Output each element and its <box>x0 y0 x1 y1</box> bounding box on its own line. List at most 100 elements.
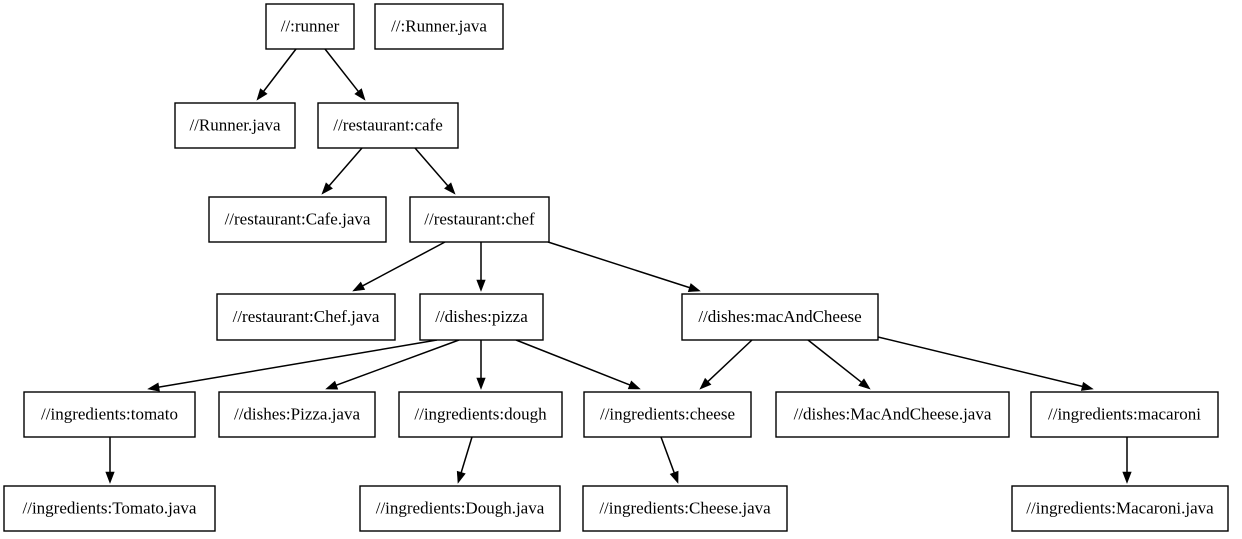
node-label: //dishes:macAndCheese <box>698 307 861 326</box>
node-label: //Runner.java <box>189 115 281 134</box>
node-box[interactable] <box>265 3 355 50</box>
edge-arrowhead-icon <box>699 377 712 390</box>
node-box[interactable] <box>174 102 296 149</box>
edge-arrowhead-icon <box>1080 381 1094 391</box>
edge-arrowhead-icon <box>321 182 333 195</box>
node-label: //restaurant:Cafe.java <box>225 209 371 228</box>
edge-arrowhead-icon <box>627 380 641 390</box>
node-box[interactable] <box>3 485 216 532</box>
node-box[interactable] <box>216 293 396 341</box>
edge-arrowhead-icon <box>456 470 466 484</box>
graph-edge <box>877 336 1094 391</box>
graph-edge <box>660 436 679 484</box>
graph-edge <box>699 339 753 390</box>
node-box[interactable] <box>681 293 879 341</box>
graph-edge <box>515 339 641 390</box>
graph-node-runner[interactable]: //:runner <box>265 3 355 50</box>
graph-edge <box>807 339 871 390</box>
graph-node-runner_java[interactable]: //Runner.java <box>174 102 296 149</box>
edge-arrowhead-icon <box>105 471 115 484</box>
edge-line <box>547 241 690 289</box>
graph-node-restaurant_cafe[interactable]: //restaurant:cafe <box>317 102 459 149</box>
node-box[interactable] <box>775 391 1010 438</box>
graph-node-cafe_java[interactable]: //restaurant:Cafe.java <box>208 196 387 243</box>
node-label: //restaurant:chef <box>424 209 535 228</box>
edge-line <box>328 147 363 187</box>
node-layer: //:runner //:Runner.java //Runner.java //re… <box>3 3 1229 532</box>
edge-line <box>414 147 449 187</box>
node-label: //restaurant:cafe <box>333 115 443 134</box>
node-label: //ingredients:Dough.java <box>376 498 545 517</box>
node-box[interactable] <box>317 102 459 149</box>
graph-node-macaroni_java[interactable]: //ingredients:Macaroni.java <box>1011 485 1229 532</box>
node-label: //ingredients:Cheese.java <box>599 498 771 517</box>
graph-edge <box>476 242 486 292</box>
edge-line <box>515 339 631 386</box>
edge-arrowhead-icon <box>476 279 486 292</box>
graph-node-mac_java[interactable]: //dishes:MacAndCheese.java <box>775 391 1010 438</box>
edge-arrowhead-icon <box>1122 471 1132 484</box>
edge-line <box>807 339 862 383</box>
edge-layer <box>105 48 1132 484</box>
node-label: //:Runner.java <box>391 16 487 35</box>
node-label: //:runner <box>281 16 340 35</box>
edge-arrowhead-icon <box>354 88 366 101</box>
node-box[interactable] <box>409 196 550 243</box>
graph-node-ing_macaroni[interactable]: //ingredients:macaroni <box>1030 391 1219 438</box>
node-box[interactable] <box>359 485 561 532</box>
edge-line <box>460 436 473 473</box>
graph-node-chef_java[interactable]: //restaurant:Chef.java <box>216 293 396 341</box>
graph-node-ing_cheese[interactable]: //ingredients:cheese <box>583 391 752 438</box>
node-box[interactable] <box>218 391 376 438</box>
node-box[interactable] <box>582 485 788 532</box>
graph-edge <box>456 436 473 484</box>
node-box[interactable] <box>374 3 504 50</box>
node-label: //ingredients:macaroni <box>1048 404 1201 423</box>
graph-node-dough_java[interactable]: //ingredients:Dough.java <box>359 485 561 532</box>
edge-line <box>263 48 297 92</box>
edge-line <box>324 48 359 92</box>
node-label: //ingredients:cheese <box>600 404 735 423</box>
edge-arrowhead-icon <box>669 470 679 484</box>
node-label: //dishes:Pizza.java <box>234 404 361 423</box>
edge-arrowhead-icon <box>256 88 268 101</box>
graph-edge <box>105 437 115 484</box>
edge-arrowhead-icon <box>325 380 339 390</box>
graph-node-dishes_mac[interactable]: //dishes:macAndCheese <box>681 293 879 341</box>
graph-edge <box>1122 437 1132 484</box>
node-box[interactable] <box>583 391 752 438</box>
node-box[interactable] <box>419 293 544 341</box>
graph-edge <box>324 48 366 101</box>
graph-node-dishes_pizza[interactable]: //dishes:pizza <box>419 293 544 341</box>
graph-edge <box>352 241 446 292</box>
node-box[interactable] <box>1030 391 1219 438</box>
edge-arrowhead-icon <box>687 283 701 292</box>
edge-arrowhead-icon <box>352 281 366 292</box>
graph-edge <box>325 339 460 390</box>
graph-node-ing_tomato[interactable]: //ingredients:tomato <box>23 391 196 438</box>
node-label: //ingredients:tomato <box>41 404 178 423</box>
node-label: //dishes:MacAndCheese.java <box>794 404 992 423</box>
graph-edge <box>147 339 438 392</box>
node-box[interactable] <box>398 391 563 438</box>
graph-node-runner_java_root[interactable]: //:Runner.java <box>374 3 504 50</box>
edge-arrowhead-icon <box>476 377 486 390</box>
edge-line <box>158 339 438 388</box>
edge-line <box>660 436 675 473</box>
node-box[interactable] <box>23 391 196 438</box>
node-label: //ingredients:Tomato.java <box>23 498 197 517</box>
graph-node-pizza_java[interactable]: //dishes:Pizza.java <box>218 391 376 438</box>
graph-node-cheese_java[interactable]: //ingredients:Cheese.java <box>582 485 788 532</box>
node-label: //ingredients:Macaroni.java <box>1026 498 1214 517</box>
graph-edge <box>547 241 701 292</box>
edge-line <box>877 336 1083 388</box>
graph-node-ing_dough[interactable]: //ingredients:dough <box>398 391 563 438</box>
node-box[interactable] <box>1011 485 1229 532</box>
edge-line <box>336 339 460 386</box>
graph-node-restaurant_chef[interactable]: //restaurant:chef <box>409 196 550 243</box>
graph-node-tomato_java[interactable]: //ingredients:Tomato.java <box>3 485 216 532</box>
edge-arrowhead-icon <box>858 378 871 390</box>
node-box[interactable] <box>208 196 387 243</box>
